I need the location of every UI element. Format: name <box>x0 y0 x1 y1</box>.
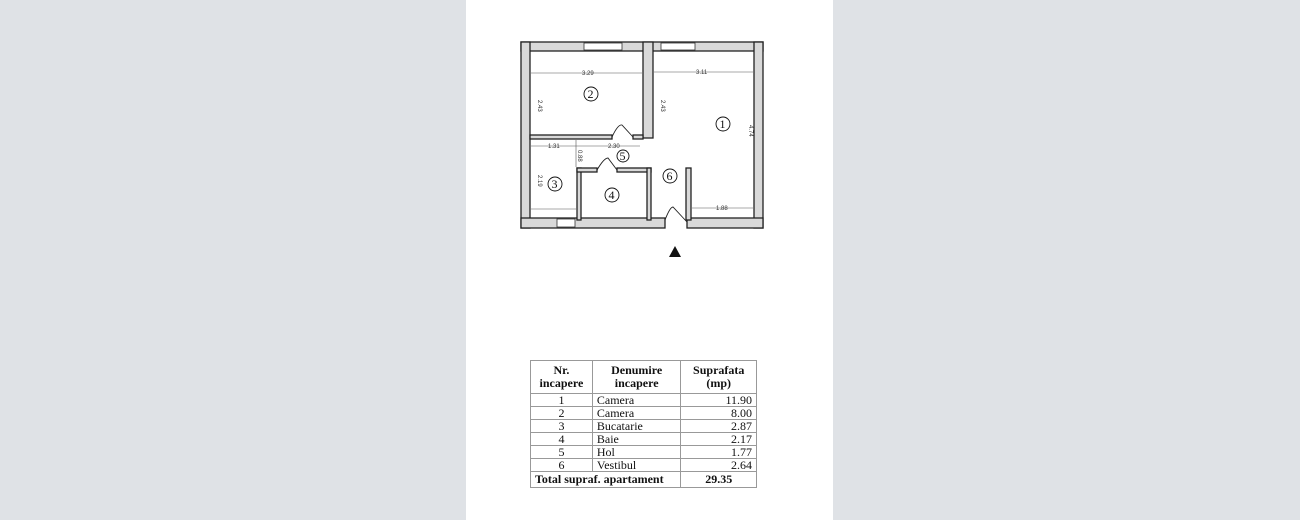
floor-plan: 3.29 3.11 2.43 2.43 4.74 1.31 2.30 0.88 … <box>520 41 764 257</box>
row-nr: 6 <box>530 458 593 472</box>
room-3-circle <box>547 176 563 192</box>
row-area: 11.90 <box>680 393 757 407</box>
dim-room3-height: 2.19 <box>536 175 542 187</box>
wall-left <box>520 41 531 229</box>
room-5-label: 5 <box>620 149 626 163</box>
wall-room2-hall <box>529 134 613 140</box>
row-nr: 5 <box>530 445 593 459</box>
wall-right <box>753 41 764 229</box>
wall-room4-top-a <box>576 167 598 173</box>
room-4-label: 4 <box>609 188 615 202</box>
dim-room1-bottom: 1.88 <box>716 206 728 212</box>
row-area: 2.64 <box>680 458 757 472</box>
door-room4 <box>596 157 618 171</box>
header-name: Denumire incapere <box>591 360 682 394</box>
row-area: 8.00 <box>680 406 757 420</box>
wall-room2-hall-b <box>632 134 644 140</box>
door-room2 <box>611 124 634 138</box>
room-6-circle <box>662 168 678 184</box>
dim-hall-width: 2.30 <box>608 144 620 150</box>
wall-room4-top-b <box>616 167 652 173</box>
dim-room2-width: 3.29 <box>582 71 594 77</box>
row-name: Vestibul <box>591 458 682 472</box>
dim-hall-left: 1.31 <box>548 144 560 150</box>
row-name: Camera <box>591 406 682 420</box>
wall-room1-room2 <box>642 41 654 139</box>
wall-room1-vestibul <box>685 167 692 221</box>
total-label: Total supraf. apartament <box>529 471 682 488</box>
dim-room1-left-height: 2.43 <box>659 100 665 112</box>
room-1-label: 1 <box>720 117 726 131</box>
row-nr: 2 <box>530 406 593 420</box>
door-entrance <box>664 206 688 223</box>
room-5-circle <box>616 149 630 163</box>
room-6-label: 6 <box>667 169 673 183</box>
table-total-row: Total supraf. apartament 29.35 <box>529 471 757 488</box>
window-room1 <box>660 42 696 51</box>
wall-bottom-right <box>686 217 764 229</box>
header-area: Suprafata (mp) <box>680 360 757 394</box>
row-name: Bucatarie <box>591 419 682 433</box>
entrance-arrow-icon <box>669 246 681 257</box>
row-area: 2.17 <box>680 432 757 446</box>
room-2-circle <box>583 86 599 102</box>
window-room3 <box>556 218 576 228</box>
total-value: 29.35 <box>680 471 757 488</box>
dim-room1-width: 3.11 <box>696 70 708 76</box>
table-header-row: Nr. incapere Denumire incapere Suprafata… <box>530 360 757 394</box>
row-name: Hol <box>591 445 682 459</box>
wall-bottom-left <box>520 217 666 229</box>
row-area: 1.77 <box>680 445 757 459</box>
wall-room4-right <box>646 167 652 221</box>
row-area: 2.87 <box>680 419 757 433</box>
wall-top <box>520 41 764 52</box>
row-nr: 1 <box>530 393 593 407</box>
dim-room2-height: 2.43 <box>536 100 542 112</box>
header-nr: Nr. incapere <box>530 360 593 394</box>
dim-room1-height: 4.74 <box>747 125 753 137</box>
room-1-circle <box>715 116 731 132</box>
wall-room3-room4 <box>576 167 582 221</box>
area-table: Nr. incapere Denumire incapere Suprafata… <box>529 360 757 488</box>
document-page: 3.29 3.11 2.43 2.43 4.74 1.31 2.30 0.88 … <box>466 0 833 520</box>
room-2-label: 2 <box>588 87 594 101</box>
room-3-label: 3 <box>552 177 558 191</box>
room-4-circle <box>604 187 620 203</box>
window-room2 <box>583 42 623 51</box>
row-name: Camera <box>591 393 682 407</box>
dim-hall-depth: 0.88 <box>576 150 582 162</box>
row-nr: 4 <box>530 432 593 446</box>
row-name: Baie <box>591 432 682 446</box>
row-nr: 3 <box>530 419 593 433</box>
